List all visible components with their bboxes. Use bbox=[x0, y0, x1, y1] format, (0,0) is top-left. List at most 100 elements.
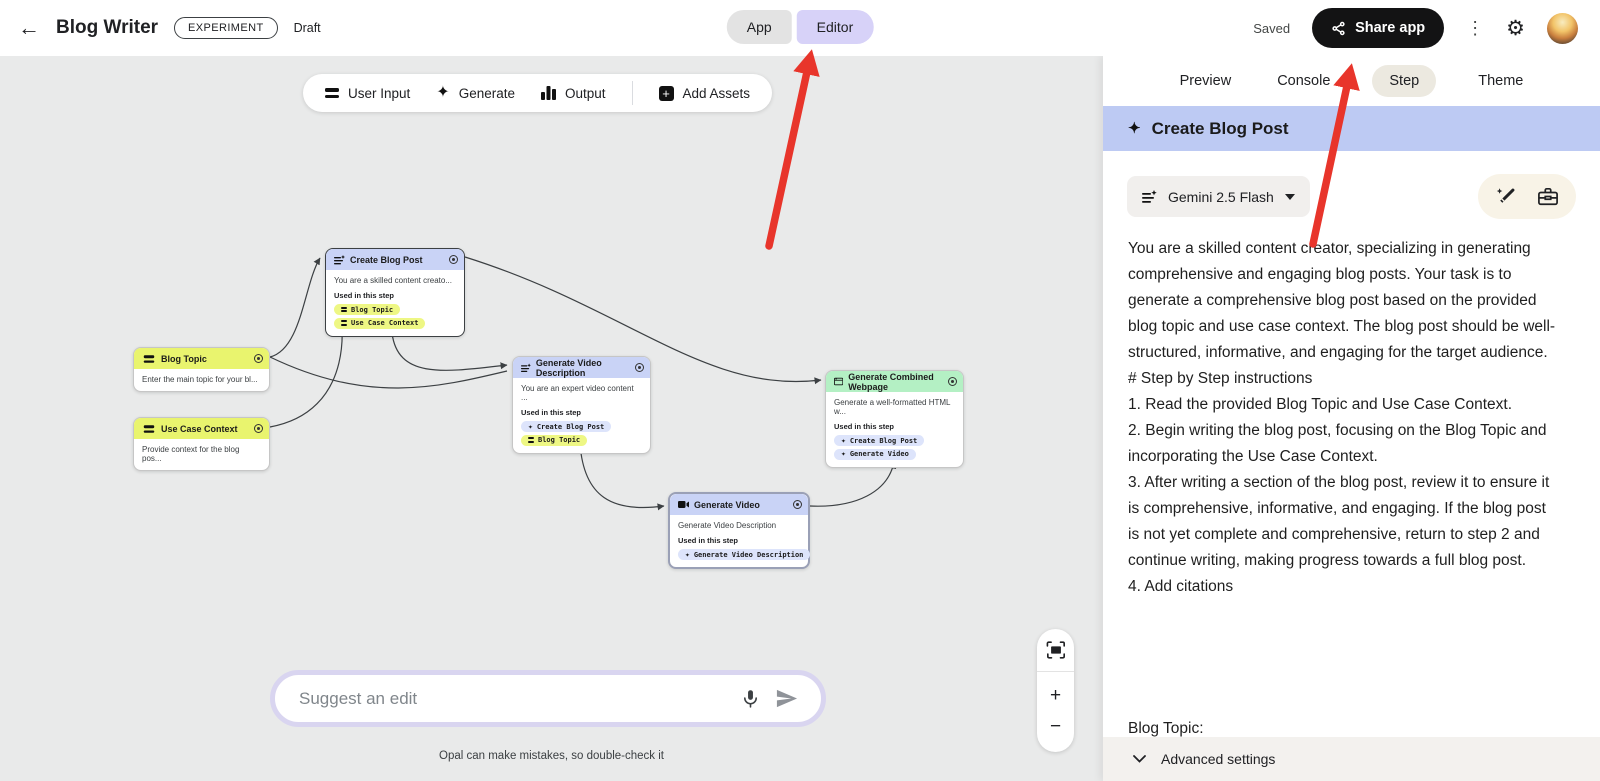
chip-blog-topic[interactable]: Blog Topic bbox=[334, 304, 401, 315]
node-create-blog-post[interactable]: Create Blog Post You are a skilled conte… bbox=[325, 248, 465, 337]
more-options-icon[interactable]: ⋮ bbox=[1466, 17, 1485, 38]
prompt-icon bbox=[521, 362, 531, 372]
workflow-canvas[interactable]: User Input ✦ Generate Output + Add Asset… bbox=[0, 56, 1103, 781]
user-input-label: User Input bbox=[348, 85, 411, 101]
editor-mode-button[interactable]: Editor bbox=[796, 10, 874, 44]
used-in-step-label: Used in this step bbox=[521, 408, 582, 417]
step-inspector-panel: Preview Console Step Theme ✦ Create Blog… bbox=[1103, 56, 1600, 781]
tab-theme[interactable]: Theme bbox=[1478, 73, 1524, 89]
generate-star-icon: ✦ bbox=[841, 435, 846, 445]
saved-status: Saved bbox=[1253, 20, 1291, 36]
chip-blog-topic[interactable]: Blog Topic bbox=[521, 434, 588, 446]
node-connector-icon[interactable] bbox=[793, 500, 802, 509]
chip-generate-video[interactable]: ✦Generate Video bbox=[834, 448, 916, 460]
zoom-divider bbox=[1037, 671, 1074, 672]
node-title: Use Case Context bbox=[161, 423, 238, 434]
user-input-icon bbox=[341, 320, 347, 326]
user-input-icon bbox=[325, 88, 339, 98]
node-description: You are a skilled content creato... bbox=[334, 276, 452, 285]
node-title: Generate Combined Webpage bbox=[848, 371, 934, 392]
model-selector[interactable]: Gemini 2.5 Flash bbox=[1127, 176, 1310, 217]
prompt-icon bbox=[334, 254, 345, 264]
node-generate-combined-webpage[interactable]: Generate Combined Webpage Generate a wel… bbox=[825, 370, 964, 468]
suggest-edit-bar bbox=[270, 670, 826, 727]
node-connector-icon[interactable] bbox=[254, 354, 263, 363]
node-description: Generate Video Description bbox=[678, 521, 777, 530]
generate-star-icon: ✦ bbox=[436, 84, 450, 101]
suggest-edit-input[interactable] bbox=[299, 688, 733, 709]
send-icon[interactable] bbox=[768, 687, 805, 710]
node-connector-icon[interactable] bbox=[948, 377, 957, 386]
toolbox-icon[interactable] bbox=[1537, 187, 1559, 207]
user-input-icon bbox=[341, 306, 347, 313]
node-title: Create Blog Post bbox=[350, 254, 423, 265]
output-label: Output bbox=[564, 85, 606, 101]
node-generate-video[interactable]: Generate Video Generate Video Descriptio… bbox=[668, 492, 811, 569]
generate-star-icon: ✦ bbox=[1128, 120, 1141, 137]
app-mode-button[interactable]: App bbox=[726, 10, 792, 44]
advanced-settings-toggle[interactable]: Advanced settings bbox=[1103, 737, 1600, 781]
add-user-input-button[interactable]: User Input bbox=[325, 86, 410, 101]
share-app-label: Share app bbox=[1355, 20, 1426, 36]
used-in-step-label: Used in this step bbox=[678, 536, 739, 545]
node-title: Generate Video Description bbox=[535, 357, 602, 378]
prompt-blog-topic-label: Blog Topic: bbox=[1128, 720, 1204, 737]
step-title: Create Blog Post bbox=[1151, 118, 1289, 138]
node-generate-video-description[interactable]: Generate Video Description You are an ex… bbox=[512, 356, 651, 454]
node-connector-icon[interactable] bbox=[449, 255, 458, 264]
microphone-icon[interactable] bbox=[733, 688, 768, 709]
node-blog-topic[interactable]: Blog Topic Enter the main topic for your… bbox=[133, 347, 270, 392]
tab-step[interactable]: Step bbox=[1372, 65, 1437, 97]
node-palette-toolbar: User Input ✦ Generate Output + Add Asset… bbox=[303, 74, 773, 112]
panel-tab-bar: Preview Console Step Theme bbox=[1103, 56, 1600, 106]
node-connector-icon[interactable] bbox=[254, 424, 263, 433]
generate-label: Generate bbox=[458, 85, 515, 101]
used-in-step-label: Used in this step bbox=[334, 291, 395, 300]
node-description: Enter the main topic for your bl... bbox=[142, 375, 258, 384]
magic-edit-icon[interactable] bbox=[1495, 186, 1517, 208]
node-connector-icon[interactable] bbox=[635, 363, 644, 372]
add-generate-button[interactable]: ✦ Generate bbox=[436, 85, 515, 101]
node-title: Blog Topic bbox=[161, 353, 207, 364]
used-in-step-label: Used in this step bbox=[834, 422, 895, 431]
chevron-down-icon bbox=[1133, 755, 1146, 763]
zoom-out-button[interactable]: − bbox=[1049, 716, 1062, 737]
node-use-case-context[interactable]: Use Case Context Provide context for the… bbox=[133, 417, 270, 471]
chip-create-blog-post[interactable]: ✦Create Blog Post bbox=[834, 435, 925, 446]
zoom-in-button[interactable]: + bbox=[1049, 685, 1062, 706]
node-description: You are an expert video content ... bbox=[521, 384, 634, 402]
system-prompt-text[interactable]: You are a skilled content creator, speci… bbox=[1128, 240, 1556, 595]
generate-star-icon: ✦ bbox=[685, 549, 690, 559]
fit-to-screen-icon[interactable] bbox=[1046, 641, 1066, 659]
settings-gear-icon[interactable]: ⚙ bbox=[1506, 16, 1525, 40]
top-bar: ← Blog Writer EXPERIMENT Draft App Edito… bbox=[0, 0, 1600, 56]
user-avatar[interactable] bbox=[1547, 12, 1578, 44]
add-output-button[interactable]: Output bbox=[540, 85, 606, 101]
chip-generate-video-description[interactable]: ✦Generate Video Description bbox=[678, 549, 811, 560]
tab-preview[interactable]: Preview bbox=[1179, 73, 1232, 89]
app-editor-toggle: App Editor bbox=[726, 10, 874, 44]
add-assets-button[interactable]: + Add Assets bbox=[658, 85, 751, 101]
chip-create-blog-post[interactable]: ✦Create Blog Post bbox=[521, 421, 612, 432]
node-title: Generate Video bbox=[694, 499, 760, 510]
node-description: Generate a well-formatted HTML w... bbox=[834, 398, 951, 416]
user-input-icon bbox=[143, 424, 155, 433]
output-icon bbox=[540, 86, 556, 100]
chevron-down-icon bbox=[1284, 193, 1295, 200]
experiment-badge: EXPERIMENT bbox=[174, 17, 278, 39]
toolbar-divider bbox=[631, 81, 633, 105]
app-title: Blog Writer bbox=[56, 17, 159, 38]
canvas-zoom-controls: + − bbox=[1037, 629, 1074, 752]
model-row: Gemini 2.5 Flash bbox=[1103, 151, 1600, 219]
video-icon bbox=[678, 501, 689, 508]
back-arrow-icon[interactable]: ← bbox=[18, 15, 40, 40]
draft-status: Draft bbox=[293, 21, 321, 35]
tab-console[interactable]: Console bbox=[1277, 73, 1331, 89]
chip-use-case-context[interactable]: Use Case Context bbox=[334, 317, 426, 329]
add-assets-label: Add Assets bbox=[682, 85, 751, 101]
share-app-button[interactable]: Share app bbox=[1312, 8, 1445, 48]
user-input-icon bbox=[143, 354, 155, 363]
share-icon bbox=[1332, 21, 1345, 35]
webpage-icon bbox=[834, 377, 844, 386]
node-description: Provide context for the blog pos... bbox=[142, 445, 240, 463]
